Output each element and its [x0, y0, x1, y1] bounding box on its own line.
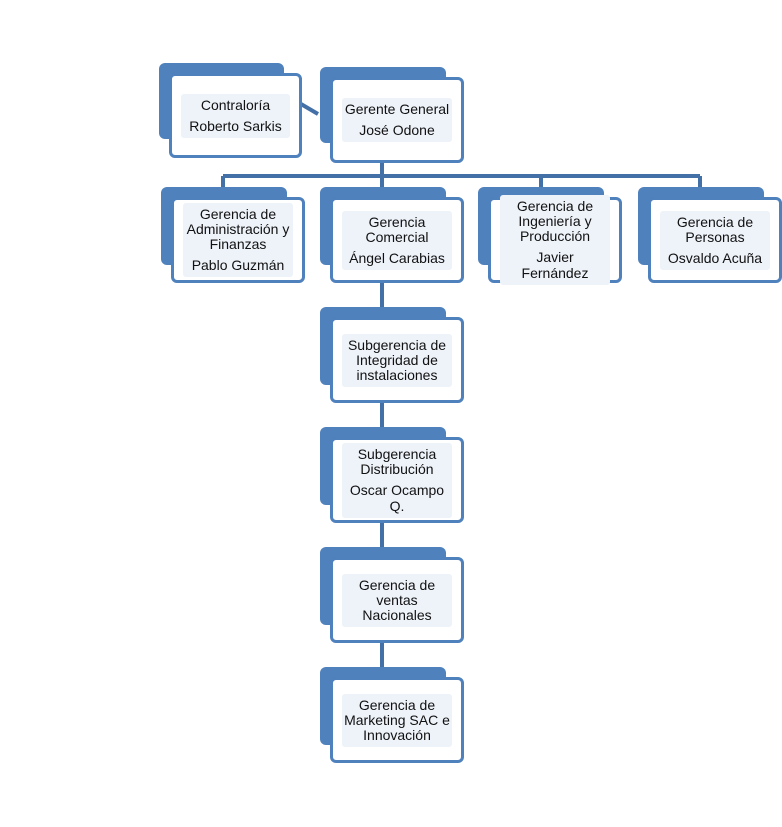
node-title: Gerencia de Personas: [676, 213, 754, 245]
node-person: Roberto Sarkis: [189, 117, 282, 134]
node-title: Gerencia Comercial: [365, 213, 429, 245]
node-title: Gerencia de Marketing SAC e Innovación: [344, 696, 450, 743]
node-title: Contraloría: [200, 96, 271, 113]
node-person: Osvaldo Acuña: [667, 249, 763, 266]
node-title: Gerencia de Ingeniería y Producción: [516, 198, 594, 244]
node-title: Subgerencia Distribución: [357, 445, 437, 477]
node-person: José Odone: [359, 122, 435, 138]
node-person: Ángel Carabias: [349, 249, 445, 266]
node-person: Oscar Ocampo Q.: [349, 481, 445, 514]
node-person: Pablo Guzmán: [191, 257, 285, 273]
node-title: Subgerencia de Integridad de instalacion…: [347, 336, 447, 383]
node-title: Gerencia de ventas Nacionales: [358, 576, 436, 623]
node-title: Gerente General: [344, 101, 450, 117]
node-person: Javier Fernández: [521, 249, 589, 281]
node-title: Gerencia de Administración y Finanzas: [186, 206, 290, 252]
